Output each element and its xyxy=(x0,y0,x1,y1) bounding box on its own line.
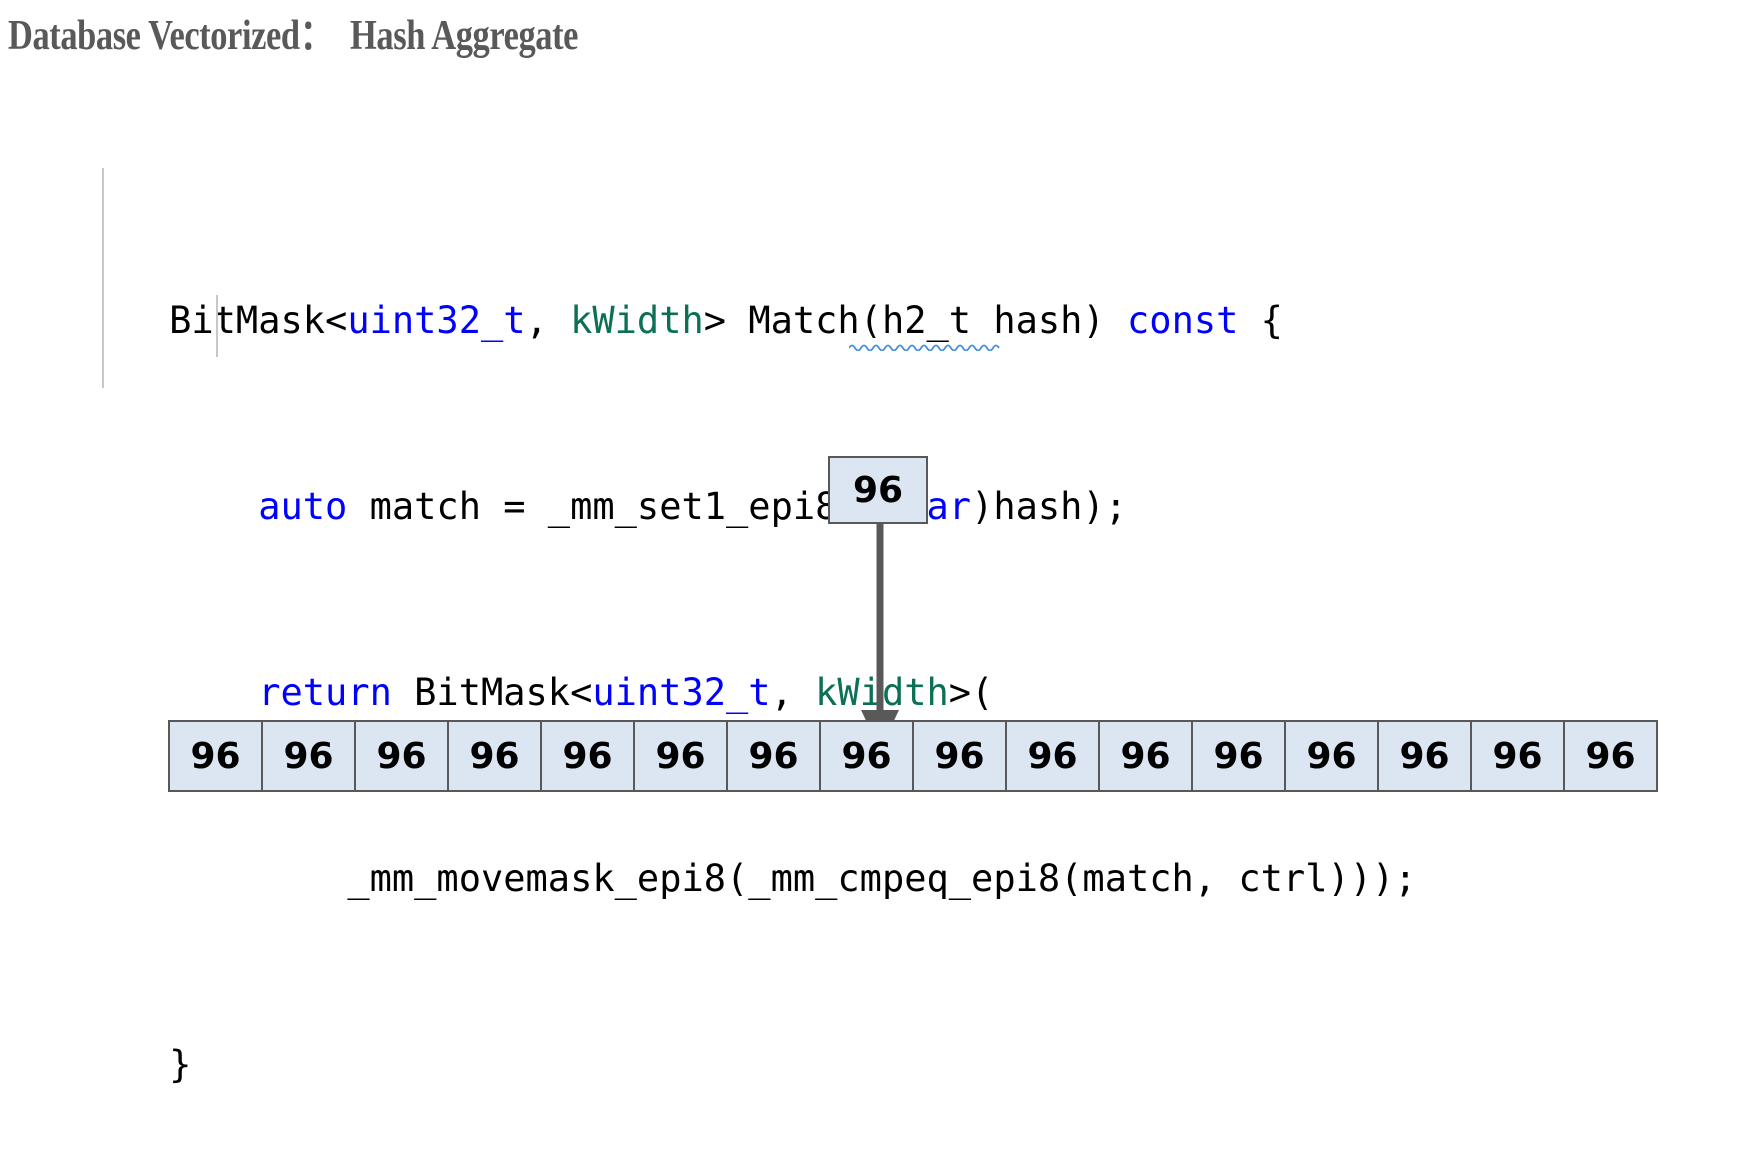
array-cell: 96 xyxy=(633,720,728,792)
code-token: uint32_t xyxy=(347,299,526,342)
code-line: auto match = _mm_set1_epi8((char)hash); xyxy=(80,414,1417,528)
array-cell: 96 xyxy=(1563,720,1658,792)
probe-value-box: 96 xyxy=(828,456,928,524)
code-token: > Match(h2_t hash) xyxy=(703,299,1128,342)
code-block: BitMask<uint32_t, kWidth> Match(h2_t has… xyxy=(80,104,1417,1096)
indent-guide xyxy=(216,295,218,357)
code-token: { xyxy=(1238,299,1283,342)
array-cell: 96 xyxy=(354,720,449,792)
array-cell: 96 xyxy=(261,720,356,792)
hash-probe-diagram: 96 96 96 96 96 96 96 96 96 96 96 96 96 9… xyxy=(0,430,1754,922)
code-token: const xyxy=(1127,299,1239,342)
array-cell: 96 xyxy=(168,720,263,792)
code-token: match = _mm_set1_epi8(( xyxy=(347,485,882,528)
code-token: , xyxy=(770,671,816,714)
array-cell: 96 xyxy=(1098,720,1193,792)
code-token: uint32_t xyxy=(592,671,771,714)
array-cell: 96 xyxy=(726,720,821,792)
code-line: _mm_movemask_epi8(_mm_cmpeq_epi8(match, … xyxy=(80,786,1416,900)
code-token: auto xyxy=(258,485,348,528)
array-cell: 96 xyxy=(1284,720,1379,792)
code-token: _mm_movemask_epi8(_mm_cmpeq_epi8(match, … xyxy=(347,857,1417,900)
array-cell: 96 xyxy=(1470,720,1565,792)
indent-guide xyxy=(102,168,104,388)
array-cell: 96 xyxy=(1377,720,1472,792)
array-cell: 96 xyxy=(1191,720,1286,792)
code-line: BitMask<uint32_t, kWidth> Match(h2_t has… xyxy=(80,228,1417,342)
array-cell: 96 xyxy=(819,720,914,792)
code-token: BitMask< xyxy=(169,299,348,342)
array-cell: 96 xyxy=(447,720,542,792)
page-title: Database Vectorized： Hash Aggregate xyxy=(8,13,579,59)
spellcheck-squiggle-icon xyxy=(849,344,1000,351)
code-token: kWidth xyxy=(570,299,704,342)
array-cell: 96 xyxy=(1005,720,1100,792)
code-token: >( xyxy=(948,671,994,714)
code-token: , xyxy=(525,299,571,342)
code-token: } xyxy=(169,1043,192,1086)
array-cell: 96 xyxy=(912,720,1007,792)
code-line: } xyxy=(80,972,1417,1086)
code-token: return xyxy=(258,671,392,714)
code-token: BitMask< xyxy=(391,671,593,714)
control-bytes-array: 96 96 96 96 96 96 96 96 96 96 96 96 96 9… xyxy=(168,720,1658,792)
code-token: )hash); xyxy=(971,485,1127,528)
probe-arrow-icon xyxy=(861,522,899,750)
array-cell: 96 xyxy=(540,720,635,792)
